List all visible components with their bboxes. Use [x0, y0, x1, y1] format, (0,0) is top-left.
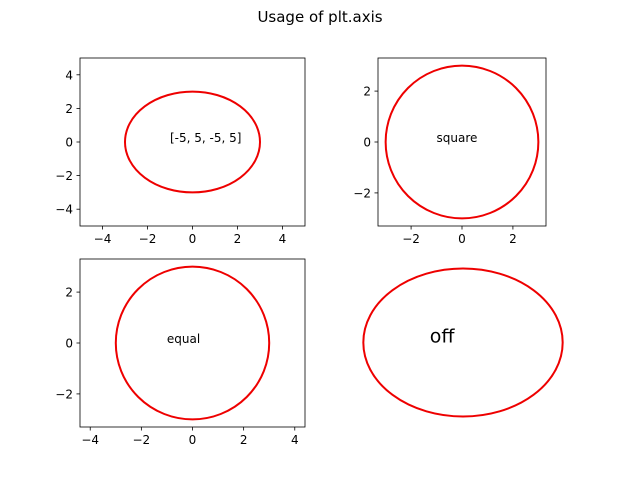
- x-tick-label: −4: [94, 232, 112, 246]
- circle-series-3: [114, 265, 271, 421]
- circle-series-4: [362, 267, 564, 418]
- x-tick-label: 4: [291, 433, 299, 447]
- y-tick-label: −2: [55, 387, 73, 401]
- y-tick-label: 4: [65, 68, 73, 82]
- x-tick-label: 4: [279, 232, 287, 246]
- y-tick-label: −4: [55, 203, 73, 217]
- annotation-4: off: [430, 326, 456, 348]
- x-tick-label: 0: [458, 232, 466, 246]
- y-tick-label: −2: [55, 169, 73, 183]
- x-tick-label: −2: [133, 433, 151, 447]
- x-tick-label: 0: [189, 232, 197, 246]
- subplot-1: −4 −2 0 2 4 −4 −2 0 2 4 [-5, 5, -5, 5]: [55, 57, 306, 246]
- y-tick-label: 2: [65, 286, 73, 300]
- y-tick-label: −2: [353, 186, 371, 200]
- subplot-3: −4 −2 0 2 4 −2 0 2 equal: [55, 258, 306, 447]
- x-tick-label: 0: [189, 433, 197, 447]
- subplot-2: −2 0 2 −2 0 2 square: [353, 57, 547, 246]
- y-tick-label: 2: [65, 102, 73, 116]
- x-tick-label: −4: [81, 433, 99, 447]
- x-tick-label: 2: [240, 433, 248, 447]
- x-tick-label: 2: [234, 232, 242, 246]
- annotation-2: square: [437, 131, 478, 145]
- x-tick-label: 2: [509, 232, 517, 246]
- annotation-3: equal: [167, 332, 200, 346]
- subplot-4: off: [362, 267, 564, 418]
- figure-title: Usage of plt.axis: [257, 8, 382, 26]
- y-tick-label: 2: [363, 85, 371, 99]
- circle-series-1: [124, 90, 261, 194]
- circle-series-2: [384, 64, 540, 220]
- y-tick-label: 0: [363, 136, 371, 150]
- x-tick-label: −2: [402, 232, 420, 246]
- y-tick-label: 0: [65, 136, 73, 150]
- y-tick-label: 0: [65, 337, 73, 351]
- x-tick-label: −2: [139, 232, 157, 246]
- subplot-grid: −4 −2 0 2 4 −4 −2 0 2 4 [-5, 5, -5, 5] −2 0 2 −2 0 2 squa…: [55, 57, 564, 447]
- annotation-1: [-5, 5, -5, 5]: [170, 131, 241, 145]
